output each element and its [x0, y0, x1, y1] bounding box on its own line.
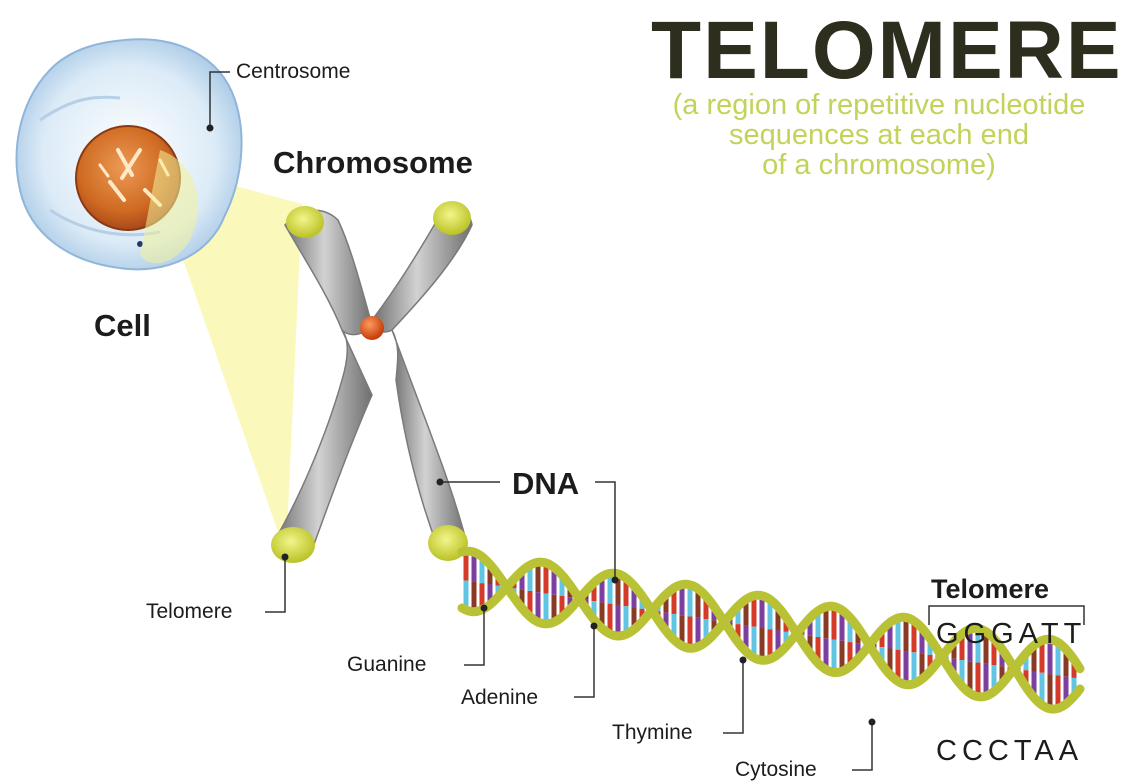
- cell-graphic: [17, 39, 242, 269]
- subtitle-line-1: (a region of repetitive nucleotide: [648, 90, 1110, 120]
- label-thymine: Thymine: [612, 721, 693, 745]
- label-telomere-right: Telomere: [931, 574, 1049, 605]
- label-chromosome: Chromosome: [273, 145, 473, 181]
- label-dna: DNA: [512, 466, 579, 502]
- sequence-bottom: CCCTAA: [936, 735, 1083, 768]
- label-telomere-left: Telomere: [146, 600, 232, 624]
- sequence-top: GGGATT: [936, 618, 1086, 651]
- subtitle: (a region of repetitive nucleotide seque…: [648, 90, 1110, 180]
- label-centrosome: Centrosome: [236, 60, 350, 84]
- label-cell: Cell: [94, 308, 151, 344]
- subtitle-line-3: of a chromosome): [648, 150, 1110, 180]
- label-adenine: Adenine: [461, 686, 538, 710]
- chromosome-graphic: [271, 201, 472, 563]
- label-guanine: Guanine: [347, 653, 426, 677]
- label-cytosine: Cytosine: [735, 758, 817, 782]
- subtitle-line-2: sequences at each end: [648, 120, 1110, 150]
- main-title: TELOMERE: [651, 6, 1103, 96]
